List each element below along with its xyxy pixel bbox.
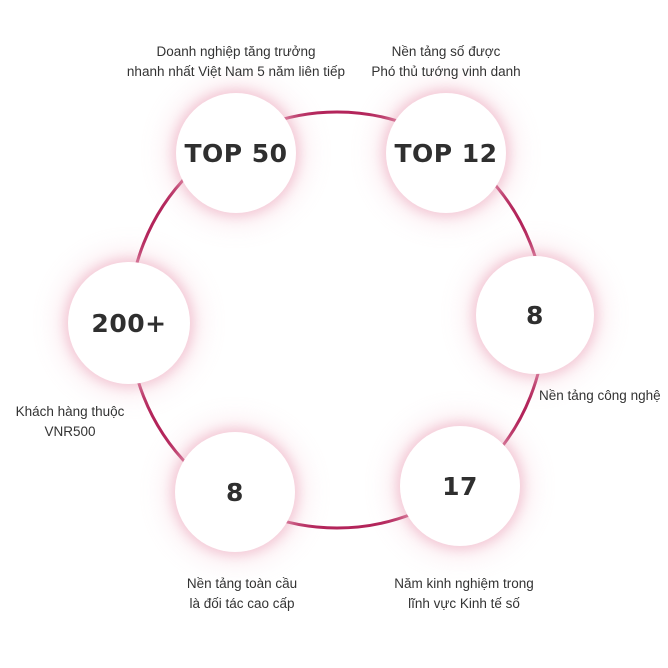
caption-line: Nền tảng toàn cầu	[186, 576, 298, 591]
stat-caption-tech-platforms: Nền tảng công nghệ	[539, 386, 665, 406]
caption-line: VNR500	[44, 424, 96, 439]
stat-caption-top-50: Doanh nghiệp tăng trưởng nhanh nhất Việt…	[108, 42, 364, 82]
stat-circle-tech-platforms: 8	[476, 256, 594, 374]
caption-line: Năm kinh nghiệm trong	[394, 576, 534, 591]
caption-line: Nền tảng công nghệ	[539, 388, 661, 403]
stat-caption-global-platforms: Nền tảng toàn cầu là đối tác cao cấp	[142, 574, 342, 614]
stat-value-top-12: TOP 12	[394, 138, 498, 168]
stat-circle-top-50: TOP 50	[176, 93, 296, 213]
stat-value-global-platforms: 8	[226, 477, 244, 507]
stat-circle-top-12: TOP 12	[386, 93, 506, 213]
stat-value-years-experience: 17	[442, 471, 478, 501]
caption-line: Nền tảng số được	[391, 44, 501, 59]
stat-caption-years-experience: Năm kinh nghiệm trong lĩnh vực Kinh tế s…	[364, 574, 564, 614]
stat-circle-clients: 200+	[68, 262, 190, 384]
stat-circle-years-experience: 17	[400, 426, 520, 546]
caption-line: lĩnh vực Kinh tế số	[408, 596, 520, 611]
stat-value-tech-platforms: 8	[526, 300, 544, 330]
caption-line: là đối tác cao cấp	[189, 596, 295, 611]
stat-caption-clients: Khách hàng thuộc VNR500	[10, 402, 130, 442]
caption-line: Khách hàng thuộc	[15, 404, 125, 419]
stat-value-clients: 200+	[91, 308, 167, 338]
stat-value-top-50: TOP 50	[184, 138, 288, 168]
stat-circle-global-platforms: 8	[175, 432, 295, 552]
caption-line: Phó thủ tướng vinh danh	[371, 64, 521, 79]
stat-caption-top-12: Nền tảng số được Phó thủ tướng vinh danh	[346, 42, 546, 82]
caption-line: nhanh nhất Việt Nam 5 năm liên tiếp	[126, 64, 346, 79]
caption-line: Doanh nghiệp tăng trưởng	[156, 44, 316, 59]
